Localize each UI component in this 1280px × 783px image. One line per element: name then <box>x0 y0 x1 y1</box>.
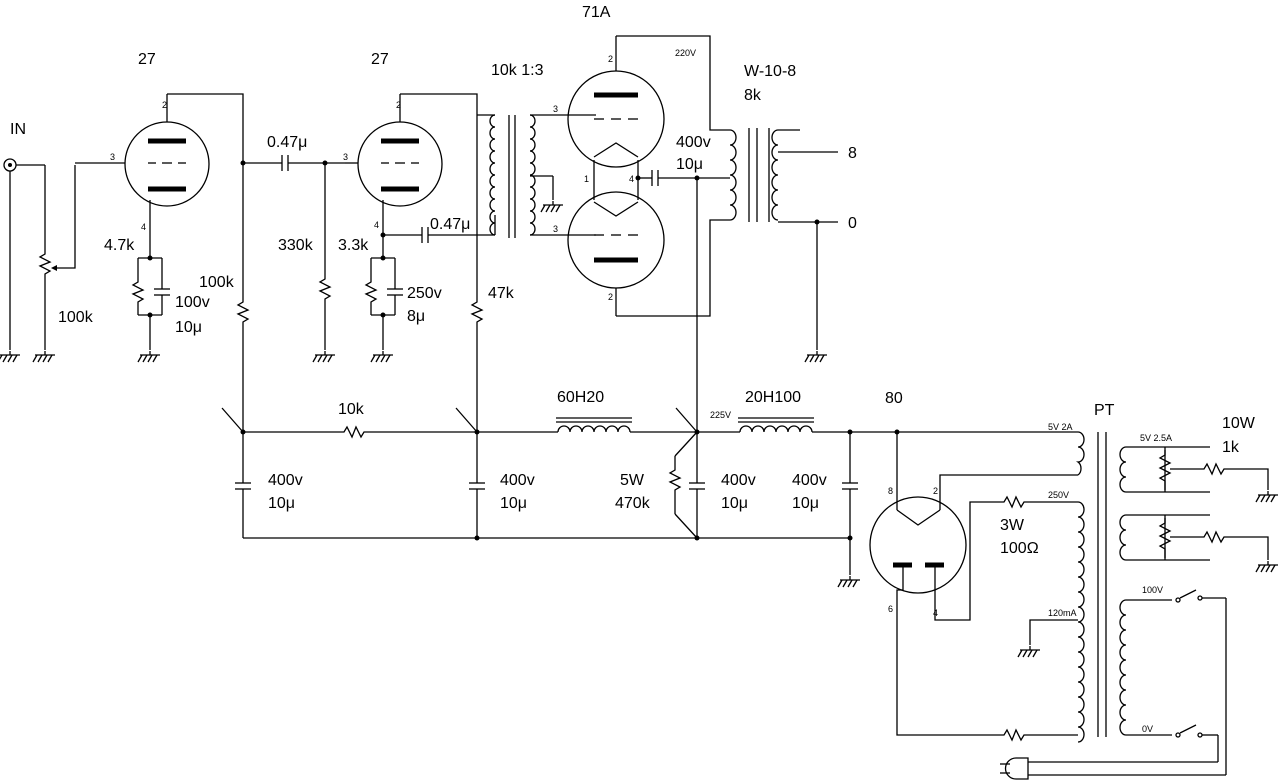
pt-label: PT <box>1094 402 1115 419</box>
svg-text:2: 2 <box>162 100 167 110</box>
svg-text:2: 2 <box>933 486 938 496</box>
grid-resistor-v2 <box>312 160 336 363</box>
svg-text:8μ: 8μ <box>407 308 425 325</box>
svg-text:225V: 225V <box>710 410 731 420</box>
tube-v4-label: 80 <box>885 390 903 407</box>
rectifier-tube-80 <box>869 432 1078 741</box>
svg-text:400v: 400v <box>500 472 535 489</box>
svg-text:250V: 250V <box>1048 490 1069 500</box>
svg-text:4: 4 <box>629 174 634 184</box>
svg-text:400v: 400v <box>268 472 303 489</box>
tube-71a-lower <box>567 160 665 316</box>
input-jack <box>0 158 45 363</box>
svg-text:10μ: 10μ <box>500 495 527 512</box>
svg-text:400v: 400v <box>676 134 711 151</box>
cathode-network-v1 <box>132 255 171 363</box>
svg-text:3: 3 <box>553 104 558 114</box>
svg-text:8k: 8k <box>744 87 762 104</box>
pot-label: 100k <box>58 309 94 326</box>
svg-text:100v: 100v <box>175 294 210 311</box>
input-label: IN <box>10 121 26 138</box>
svg-text:10μ: 10μ <box>721 495 748 512</box>
svg-text:10μ: 10μ <box>268 495 295 512</box>
svg-text:0V: 0V <box>1142 724 1153 734</box>
svg-text:4: 4 <box>141 222 146 232</box>
svg-text:1: 1 <box>584 174 589 184</box>
svg-text:2: 2 <box>396 100 401 110</box>
svg-text:60H20: 60H20 <box>557 389 604 406</box>
svg-text:5W: 5W <box>620 472 645 489</box>
tube-71a-upper <box>567 36 665 168</box>
tube-v1-label: 27 <box>138 51 156 68</box>
svg-text:10W: 10W <box>1222 415 1256 432</box>
svg-text:10μ: 10μ <box>676 156 703 173</box>
svg-text:100k: 100k <box>199 274 235 291</box>
svg-text:0.47μ: 0.47μ <box>430 216 470 233</box>
svg-text:8: 8 <box>848 145 857 162</box>
svg-text:120mA: 120mA <box>1048 608 1077 618</box>
svg-text:6: 6 <box>888 604 893 614</box>
svg-text:2: 2 <box>608 292 613 302</box>
svg-text:400v: 400v <box>792 472 827 489</box>
svg-text:5V 2.5A: 5V 2.5A <box>1140 433 1172 443</box>
tube-v3-label: 71A <box>582 4 611 21</box>
svg-text:10k 1:3: 10k 1:3 <box>491 62 544 79</box>
svg-text:100Ω: 100Ω <box>1000 540 1039 557</box>
svg-text:2: 2 <box>608 54 613 64</box>
tube-v1 <box>75 94 210 258</box>
svg-text:100V: 100V <box>1142 585 1163 595</box>
mains-plug <box>1000 757 1029 780</box>
svg-text:10μ: 10μ <box>792 495 819 512</box>
output-transformer <box>616 35 838 432</box>
svg-text:3.3k: 3.3k <box>338 237 369 254</box>
svg-text:0.47μ: 0.47μ <box>267 134 307 151</box>
plate-load-v1 <box>167 93 345 432</box>
svg-text:0: 0 <box>848 215 857 232</box>
svg-text:4: 4 <box>933 608 938 618</box>
svg-text:5V 2A: 5V 2A <box>1048 422 1073 432</box>
interstage-transformer <box>489 114 568 238</box>
svg-text:47k: 47k <box>488 285 515 302</box>
svg-text:4: 4 <box>374 220 379 230</box>
svg-text:250v: 250v <box>407 285 442 302</box>
svg-text:400v: 400v <box>721 472 756 489</box>
svg-text:3: 3 <box>110 152 115 162</box>
plate-load-v2 <box>400 93 495 432</box>
svg-text:3: 3 <box>343 152 348 162</box>
svg-text:470k: 470k <box>615 495 651 512</box>
svg-text:10k: 10k <box>338 401 365 418</box>
volume-pot <box>32 165 76 363</box>
svg-text:4.7k: 4.7k <box>104 237 135 254</box>
svg-text:3W: 3W <box>1000 517 1025 534</box>
svg-text:20H100: 20H100 <box>745 389 801 406</box>
svg-text:1k: 1k <box>1222 439 1240 456</box>
svg-text:8: 8 <box>888 486 893 496</box>
svg-text:220V: 220V <box>675 48 696 58</box>
svg-text:3: 3 <box>553 224 558 234</box>
svg-text:330k: 330k <box>278 237 314 254</box>
cathode-network-v2 <box>365 226 477 363</box>
svg-text:W-10-8: W-10-8 <box>744 63 796 80</box>
bplus-rail <box>221 407 1078 539</box>
filter-capacitors <box>234 432 861 588</box>
power-transformer <box>1017 431 1279 776</box>
tube-v2-label: 27 <box>371 51 389 68</box>
svg-text:10μ: 10μ <box>175 319 202 336</box>
tube-v2 <box>345 94 443 258</box>
